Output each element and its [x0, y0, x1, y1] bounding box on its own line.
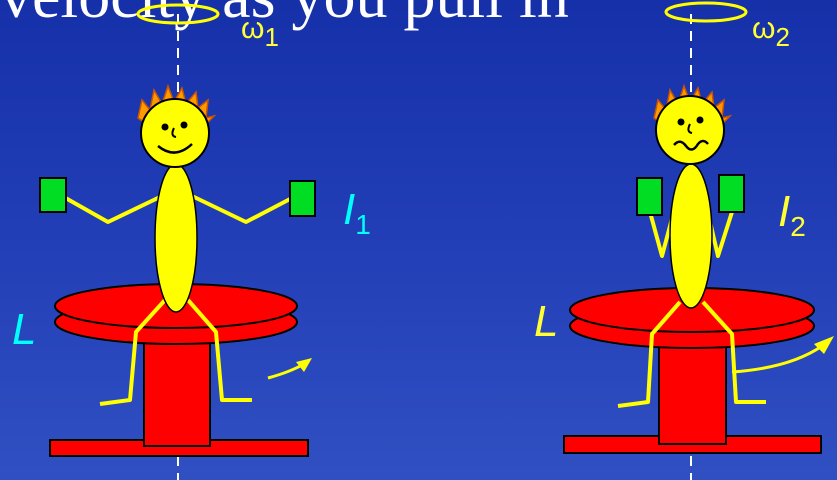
- right-spin-arrowhead-icon: [814, 336, 834, 354]
- right-platform-stem: [658, 339, 727, 445]
- left-spin-arrow-icon: [267, 362, 305, 380]
- left-system: [39, 3, 316, 480]
- left-weight-left: [39, 177, 67, 213]
- right-head: [655, 95, 725, 165]
- right-weight-right: [718, 174, 745, 213]
- left-inertia-label: I1: [343, 185, 371, 240]
- left-nose: [171, 127, 177, 138]
- left-weight-right: [289, 180, 316, 217]
- right-leg-left: [617, 300, 682, 408]
- right-leg-right: [701, 300, 766, 404]
- right-weight-left: [636, 177, 663, 216]
- left-momentum-label: L: [12, 305, 37, 354]
- slide-title: velocity as you pull in: [0, 0, 837, 28]
- left-arm-left: [61, 194, 163, 224]
- left-leg-right: [186, 298, 252, 402]
- right-nose: [687, 123, 693, 134]
- right-eye-right: [696, 116, 704, 124]
- left-spin-arrowhead-icon: [296, 358, 312, 372]
- left-leg-left: [99, 298, 167, 406]
- right-omega-arrow-icon: [664, 1, 748, 23]
- left-omega-arrow-icon: [136, 3, 220, 25]
- right-spin-arrow-icon: [731, 344, 823, 374]
- left-omega-label: ω1: [241, 12, 279, 52]
- right-body: [669, 163, 713, 309]
- right-inertia-label: I2: [778, 187, 806, 242]
- left-eye-left: [161, 123, 169, 131]
- left-platform-stem: [143, 339, 211, 447]
- right-system: [563, 1, 834, 480]
- right-omega-label: ω2: [752, 12, 790, 52]
- right-momentum-label: L: [534, 297, 559, 346]
- left-eye-right: [180, 121, 188, 129]
- right-wavy-mouth: [673, 139, 709, 151]
- right-eye-left: [677, 118, 685, 126]
- left-head: [140, 98, 210, 168]
- left-arm-right: [191, 194, 293, 224]
- left-body: [154, 163, 198, 313]
- left-smile: [157, 143, 193, 154]
